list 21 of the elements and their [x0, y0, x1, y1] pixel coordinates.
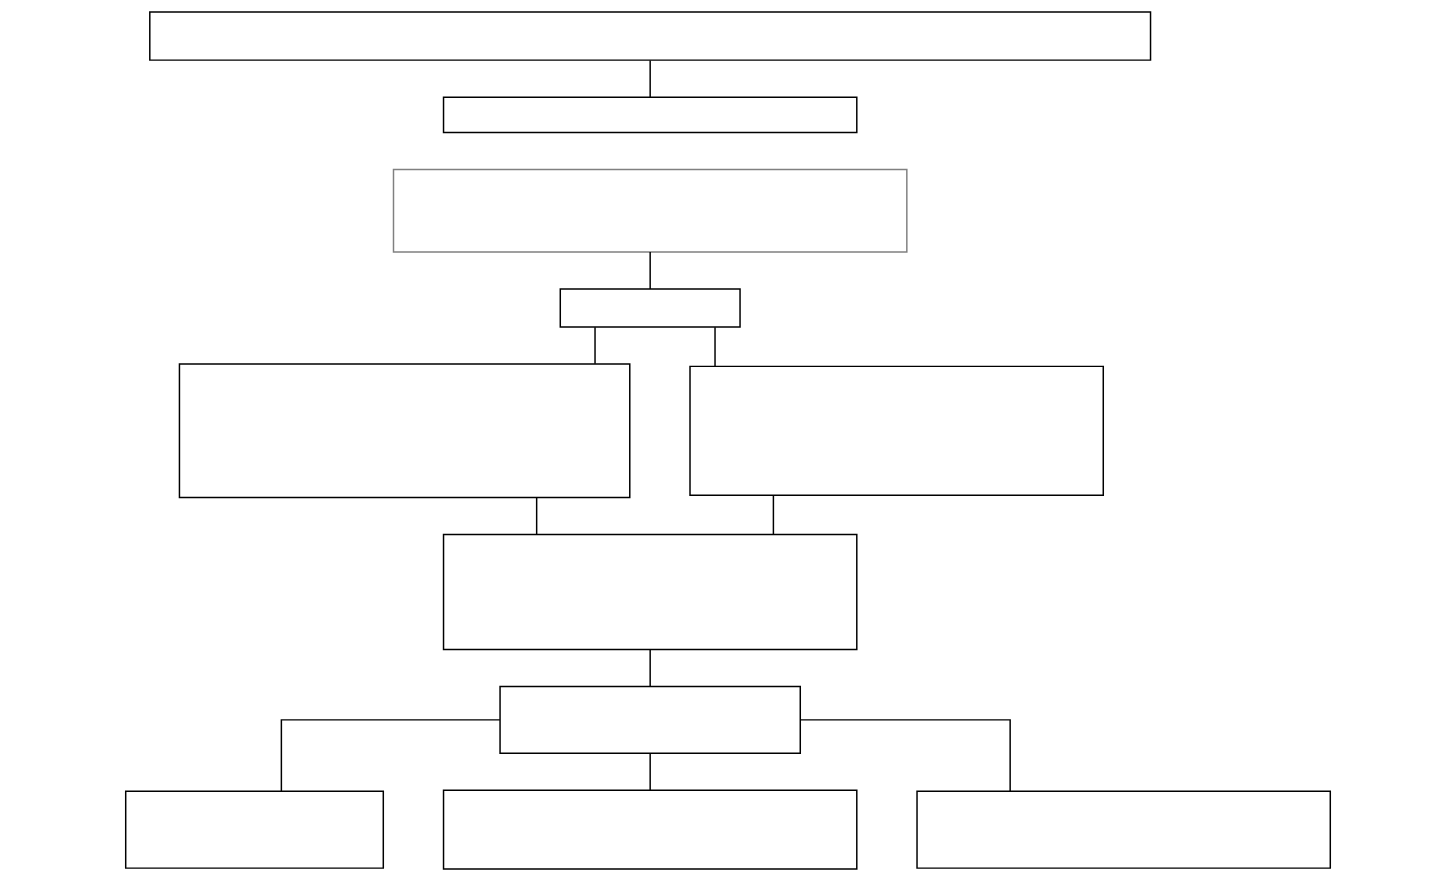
connector	[772, 494, 775, 536]
connector	[799, 719, 1011, 792]
connector	[649, 752, 651, 791]
node-box	[689, 365, 1104, 496]
connector	[649, 59, 651, 98]
connector	[535, 496, 538, 536]
connector	[594, 326, 596, 365]
connector	[649, 648, 651, 688]
node-box	[559, 288, 741, 328]
node-box	[442, 789, 858, 870]
node-box	[442, 533, 858, 651]
connector	[280, 719, 501, 792]
node-box	[916, 790, 1332, 869]
node-box	[392, 168, 908, 253]
node-box	[149, 11, 1152, 61]
node-box	[124, 790, 385, 869]
node-box	[178, 363, 631, 499]
connector	[649, 251, 651, 290]
node-box	[499, 685, 801, 754]
node-box	[442, 96, 858, 134]
connector	[714, 326, 716, 367]
